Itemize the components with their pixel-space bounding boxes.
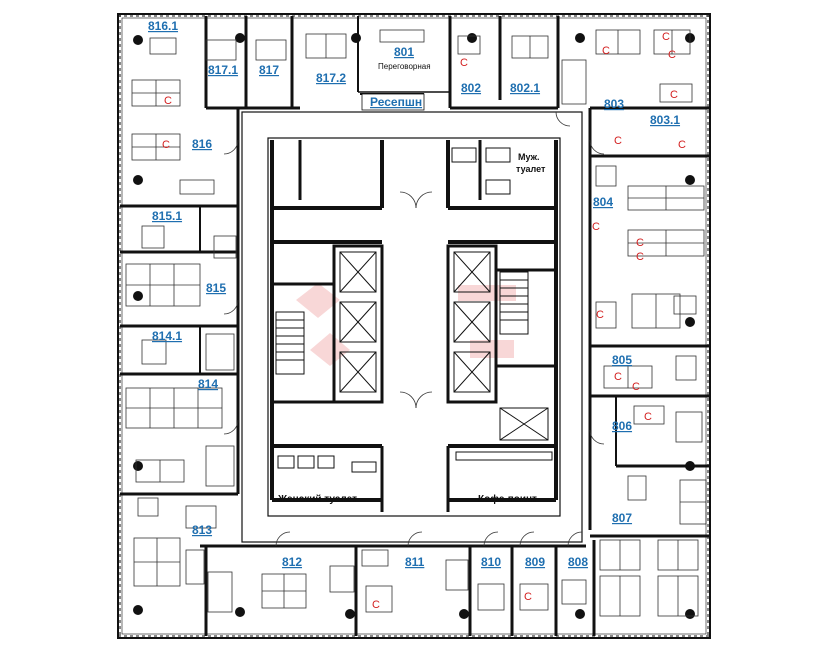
room-815-1-label: 815.1	[152, 209, 182, 223]
room-802-1-label: 802.1	[510, 81, 540, 95]
c-marker: С	[670, 89, 678, 101]
building-outline	[117, 13, 711, 639]
room-808-label: 808	[568, 555, 588, 569]
c-marker: С	[460, 57, 468, 69]
room-814-1-label: 814.1	[152, 329, 182, 343]
room-numbers: 816.1 817.1 817 817.2 801 802 802.1 803 …	[148, 19, 680, 569]
c-marker: С	[614, 371, 622, 383]
room-807-label: 807	[612, 511, 632, 525]
c-marker: С	[614, 135, 622, 147]
reception-label: Ресепшн	[370, 95, 422, 109]
room-812-label: 812	[282, 555, 302, 569]
room-801-label: 801	[394, 45, 414, 59]
c-marker: С	[678, 139, 686, 151]
mens-toilet-label-line1: Муж.	[518, 152, 540, 162]
room-817-2-label: 817.2	[316, 71, 346, 85]
room-805-label: 805	[612, 353, 632, 367]
room-810-label: 810	[481, 555, 501, 569]
room-803-label: 803	[604, 97, 624, 111]
c-marker: С	[668, 49, 676, 61]
room-803-1-label: 803.1	[650, 113, 680, 127]
room-813-label: 813	[192, 523, 212, 537]
c-marker: С	[164, 95, 172, 107]
c-marker: С	[632, 381, 640, 393]
womens-toilet-label: Женский туалет	[277, 494, 357, 505]
c-marker: С	[602, 45, 610, 57]
furniture	[125, 29, 707, 617]
c-marker: С	[162, 139, 170, 151]
doors	[223, 111, 605, 547]
room-816-label: 816	[192, 137, 212, 151]
room-809-label: 809	[525, 555, 545, 569]
c-marker: С	[636, 251, 644, 263]
room-817-1-label: 817.1	[208, 63, 238, 77]
area-labels: Переговорная Ресепшн Муж. туалет Женский…	[277, 62, 546, 505]
room-811-label: 811	[405, 555, 425, 569]
c-marker: С	[644, 411, 652, 423]
c-marker: С	[662, 31, 670, 43]
room-806-label: 806	[612, 419, 632, 433]
c-marker: С	[524, 591, 532, 603]
partitions	[120, 16, 710, 636]
meeting-room-label: Переговорная	[378, 62, 431, 71]
room-804-label: 804	[593, 195, 613, 209]
watermark	[296, 283, 516, 366]
c-marker: С	[372, 599, 380, 611]
mens-toilet-label-line2: туалет	[516, 164, 546, 174]
c-marker: С	[636, 237, 644, 249]
c-markers: С С С С С С С С С С С С С С С С С С	[162, 31, 686, 611]
c-marker: С	[596, 309, 604, 321]
room-814-label: 814	[198, 377, 218, 391]
central-core	[241, 111, 583, 543]
c-marker: С	[592, 221, 600, 233]
room-815-label: 815	[206, 281, 226, 295]
structural-columns	[133, 33, 695, 619]
room-816-1-label: 816.1	[148, 19, 178, 33]
room-817-label: 817	[259, 63, 279, 77]
reception-desk	[361, 93, 425, 111]
room-802-label: 802	[461, 81, 481, 95]
coffee-point-label: Кофе-поинт	[478, 493, 537, 505]
